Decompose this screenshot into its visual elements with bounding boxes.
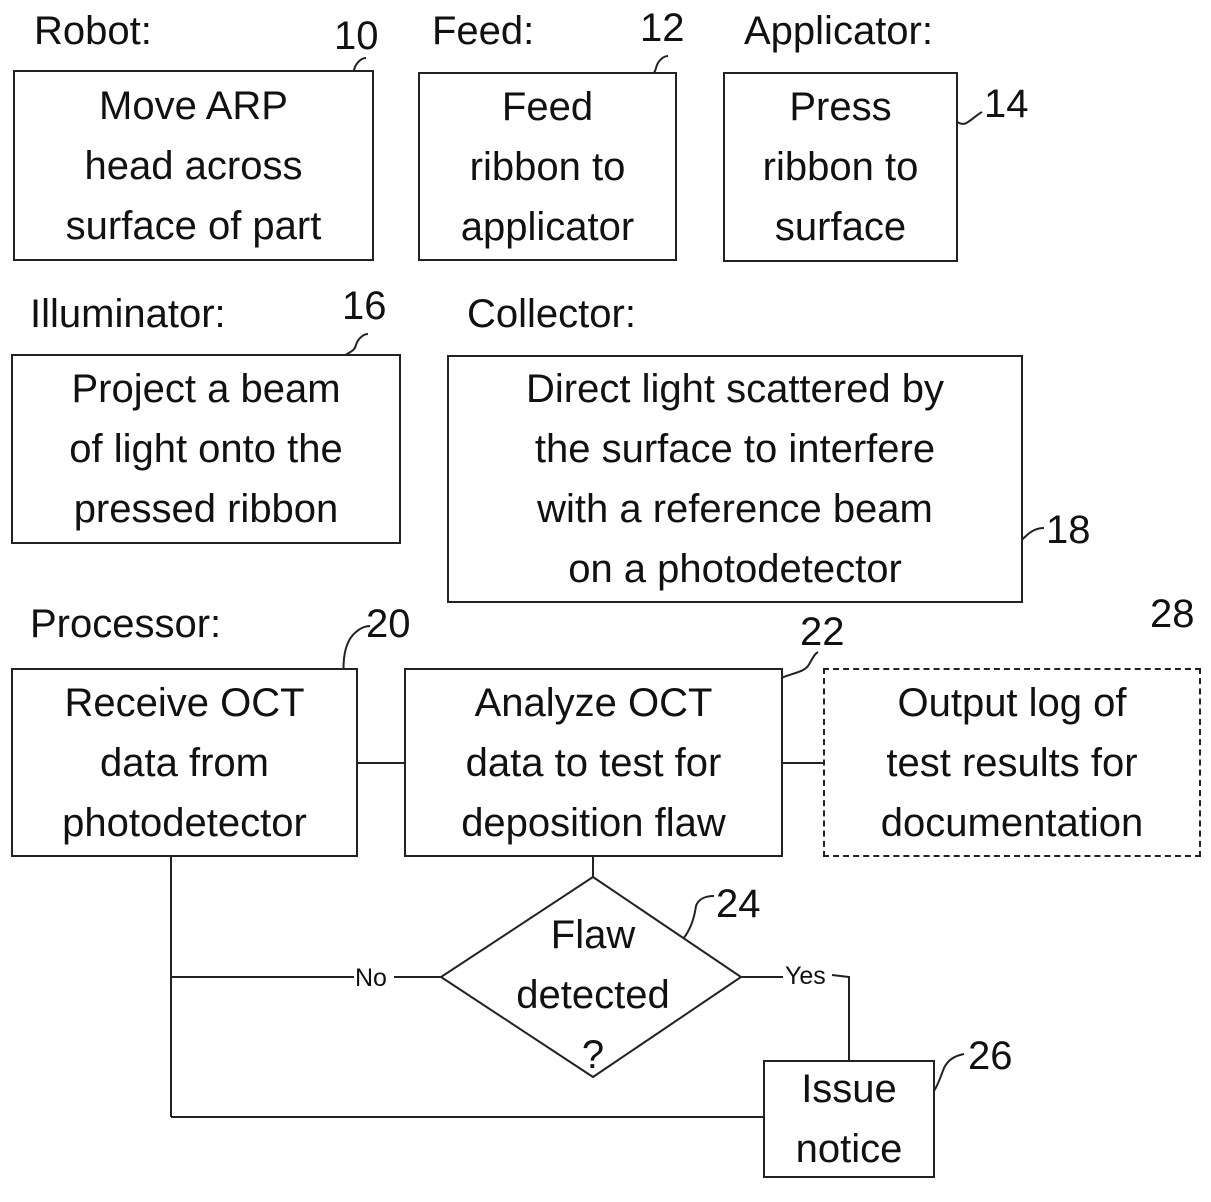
- receive-oct-line: photodetector: [62, 793, 307, 853]
- output-log-line: test results for: [886, 733, 1137, 793]
- output-log-line: Output log of: [897, 673, 1126, 733]
- move-head-line: Move ARP: [99, 76, 288, 136]
- issue-notice-line: Issue: [801, 1059, 897, 1119]
- move-head-box: Move ARP head across surface of part: [13, 70, 374, 261]
- press-ribbon-box: Press ribbon to surface: [723, 72, 958, 262]
- feed-ribbon-box: Feed ribbon to applicator: [418, 72, 677, 261]
- flaw-decision-line: ?: [493, 1025, 693, 1085]
- move-head-line: surface of part: [66, 196, 322, 256]
- ref-number-24: 24: [716, 884, 761, 924]
- direct-light-line: Direct light scattered by: [526, 359, 944, 419]
- ref-number-22: 22: [800, 612, 845, 652]
- analyze-oct-line: data to test for: [466, 733, 722, 793]
- receive-oct-line: Receive OCT: [64, 673, 304, 733]
- processor-label: Processor:: [30, 604, 221, 644]
- direct-light-line: on a photodetector: [568, 539, 902, 599]
- move-head-line: head across: [85, 136, 303, 196]
- feed-ribbon-line: Feed: [502, 77, 593, 137]
- issue-notice-line: notice: [796, 1119, 903, 1179]
- ref-number-20: 20: [366, 604, 411, 644]
- ref-number-14: 14: [984, 84, 1029, 124]
- feed-ribbon-line: applicator: [461, 197, 634, 257]
- project-beam-line: Project a beam: [71, 359, 340, 419]
- ref-number-10: 10: [334, 16, 379, 56]
- flaw-decision-line: detected: [493, 965, 693, 1025]
- flaw-decision-line: Flaw: [493, 905, 693, 965]
- analyze-oct-box: Analyze OCT data to test for deposition …: [404, 668, 783, 857]
- applicator-label: Applicator:: [744, 11, 933, 51]
- no-branch-label: No: [354, 966, 388, 991]
- project-beam-box: Project a beam of light onto the pressed…: [11, 354, 401, 544]
- analyze-oct-line: Analyze OCT: [475, 673, 713, 733]
- output-log-line: documentation: [881, 793, 1143, 853]
- illuminator-label: Illuminator:: [30, 294, 226, 334]
- press-ribbon-line: Press: [789, 77, 891, 137]
- project-beam-line: pressed ribbon: [74, 479, 339, 539]
- analyze-oct-line: deposition flaw: [461, 793, 726, 853]
- robot-label: Robot:: [34, 11, 152, 51]
- yes-branch-label: Yes: [784, 964, 827, 989]
- output-log-box: Output log of test results for documenta…: [823, 668, 1201, 857]
- receive-oct-box: Receive OCT data from photodetector: [11, 668, 358, 857]
- ref-number-26: 26: [968, 1036, 1013, 1076]
- project-beam-line: of light onto the: [69, 419, 343, 479]
- ref-number-16: 16: [342, 286, 387, 326]
- direct-light-line: the surface to interfere: [535, 419, 935, 479]
- direct-light-line: with a reference beam: [537, 479, 933, 539]
- ref-number-28: 28: [1150, 594, 1195, 634]
- feed-ribbon-line: ribbon to: [470, 137, 626, 197]
- press-ribbon-line: surface: [775, 197, 906, 257]
- direct-light-box: Direct light scattered by the surface to…: [447, 355, 1023, 603]
- flaw-decision-text: Flaw detected ?: [493, 905, 693, 1085]
- ref-number-12: 12: [640, 8, 685, 48]
- feed-label: Feed:: [432, 11, 534, 51]
- issue-notice-box: Issue notice: [763, 1060, 935, 1178]
- collector-label: Collector:: [467, 294, 636, 334]
- line-yes-branch-b: [832, 975, 849, 1062]
- press-ribbon-line: ribbon to: [763, 137, 919, 197]
- receive-oct-line: data from: [100, 733, 269, 793]
- ref-number-18: 18: [1046, 510, 1091, 550]
